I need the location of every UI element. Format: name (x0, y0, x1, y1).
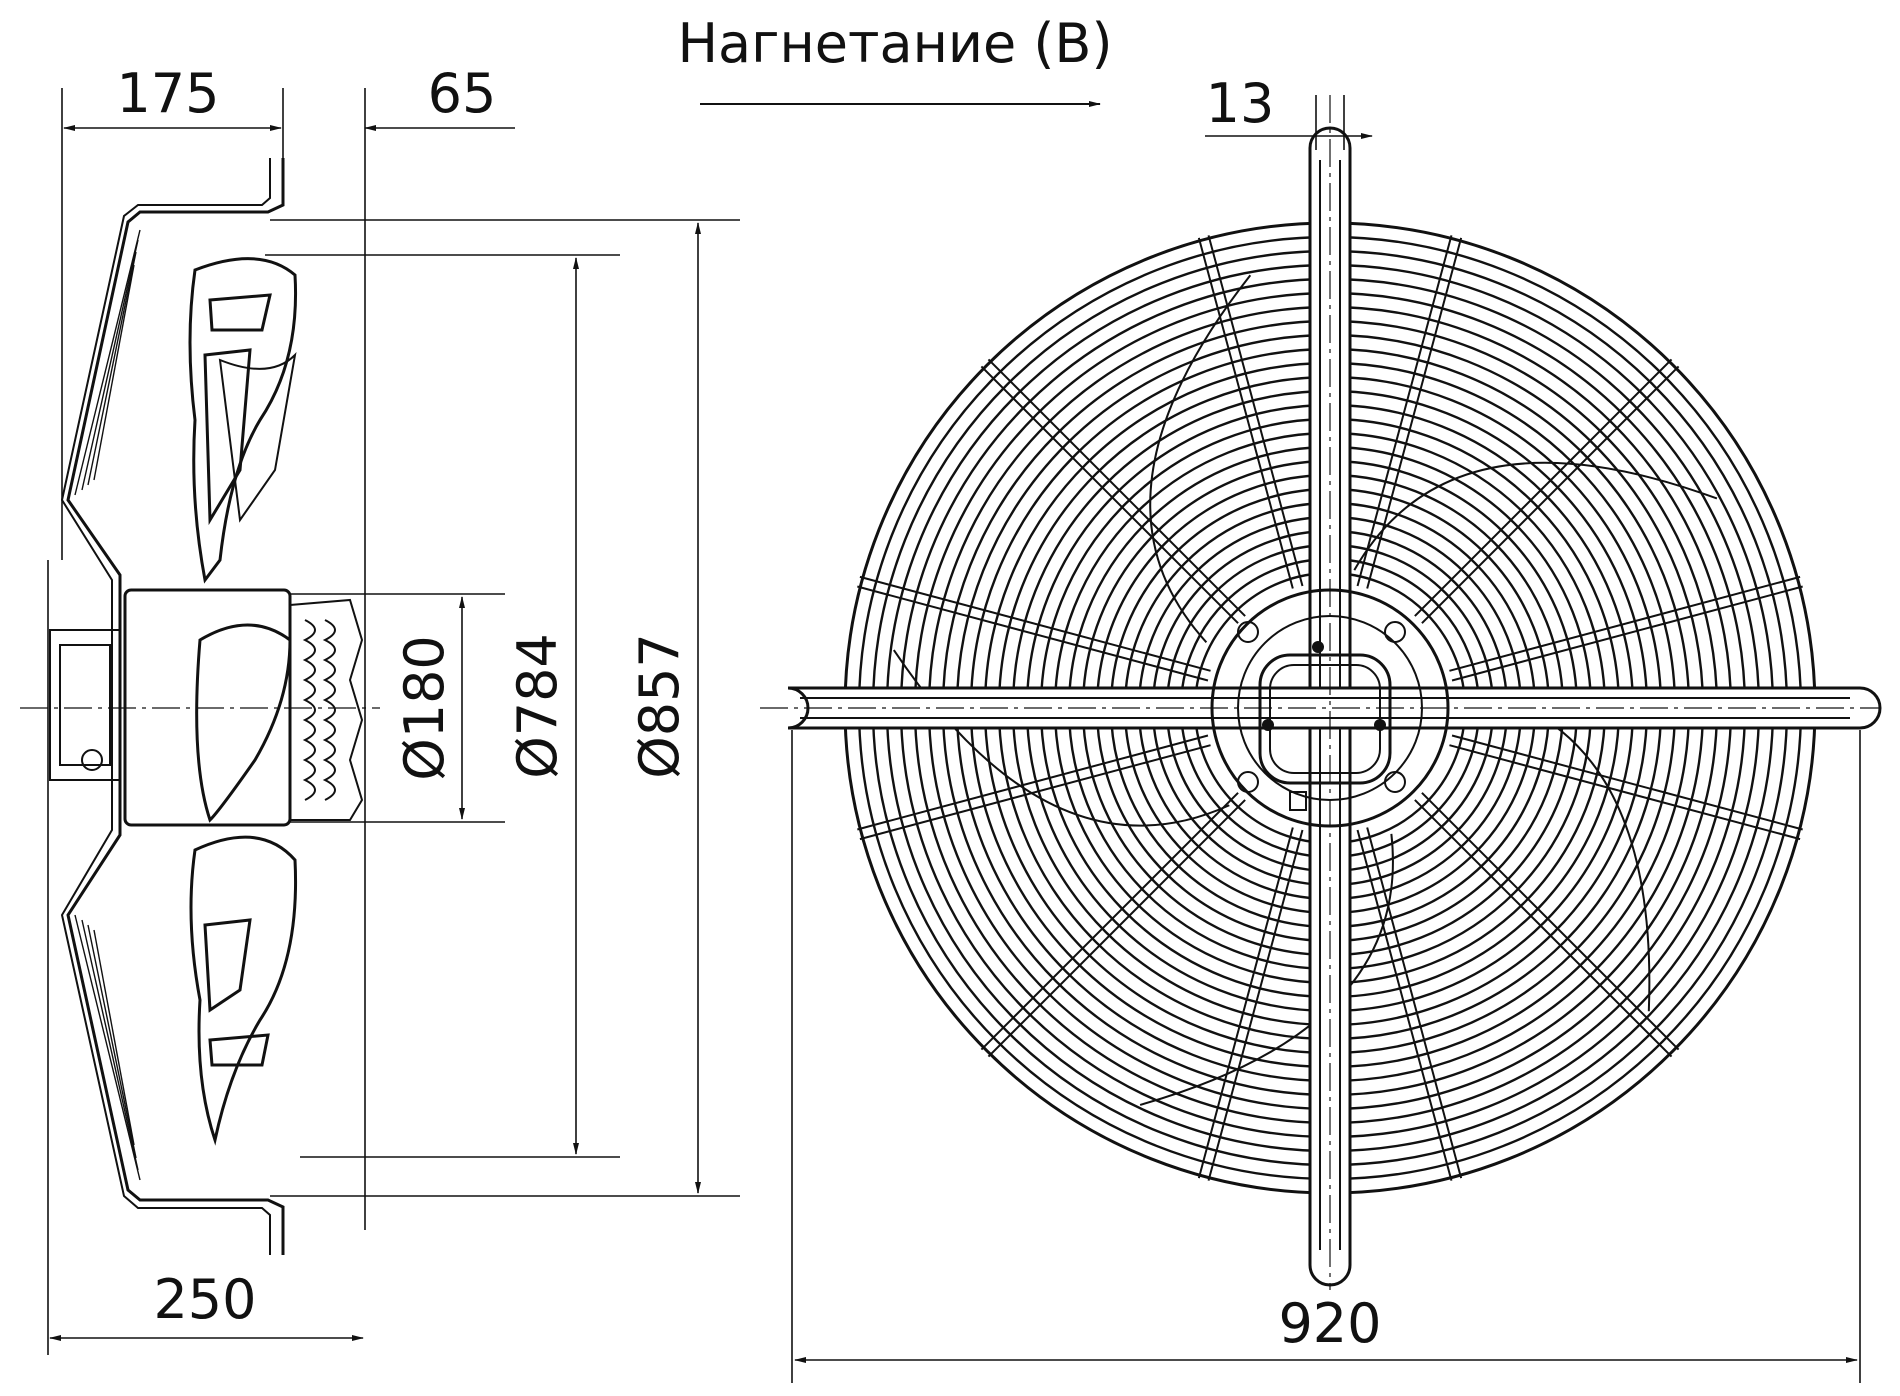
guard-spokes (857, 235, 1803, 1181)
guard-spoke (987, 799, 1246, 1058)
dimension-diameter-180: Ø180 (393, 635, 456, 781)
guard-spoke (980, 365, 1239, 624)
dimension-diameter-784: Ø784 (506, 633, 569, 779)
guard-spoke (1366, 827, 1463, 1179)
guard-spoke (1207, 235, 1304, 587)
guard-spoke (1356, 235, 1453, 587)
guard-spoke (1451, 585, 1803, 682)
guard-spoke (1356, 829, 1453, 1181)
guard-spoke (1197, 827, 1294, 1179)
guard-spoke (1414, 799, 1673, 1058)
side-view: 175 65 (20, 62, 740, 1355)
guard-spoke (1197, 237, 1294, 589)
guard-spoke (857, 585, 1209, 682)
front-view: 13 920 (760, 72, 1882, 1383)
guard-spoke (1421, 792, 1680, 1051)
airflow-direction-title: Нагнетание (B) (677, 12, 1112, 75)
mounting-bars (787, 126, 1882, 1287)
fan-blade-edge (1149, 274, 1252, 643)
guard-spoke (987, 358, 1246, 617)
guard-spoke (859, 575, 1211, 672)
guard-spoke (1449, 744, 1801, 841)
guard-spoke (1449, 575, 1801, 672)
guard-spoke (1451, 734, 1803, 831)
guard-spoke (1207, 829, 1304, 1181)
rotor-fins (289, 598, 364, 821)
dimension-175: 175 (116, 62, 219, 125)
dimension-250: 250 (153, 1268, 256, 1331)
guard-spoke (857, 734, 1209, 831)
dimension-13: 13 (1206, 72, 1275, 135)
fan-blade-edge (1353, 461, 1718, 571)
dimension-65: 65 (428, 62, 497, 125)
dimension-920: 920 (1278, 1292, 1381, 1355)
guard-spoke (859, 744, 1211, 841)
guard-spoke (1414, 358, 1673, 617)
fan-blades-side (188, 257, 298, 1146)
guard-spoke (1421, 365, 1680, 624)
guard-spoke (980, 792, 1239, 1051)
dimension-diameter-857: Ø857 (628, 633, 691, 779)
